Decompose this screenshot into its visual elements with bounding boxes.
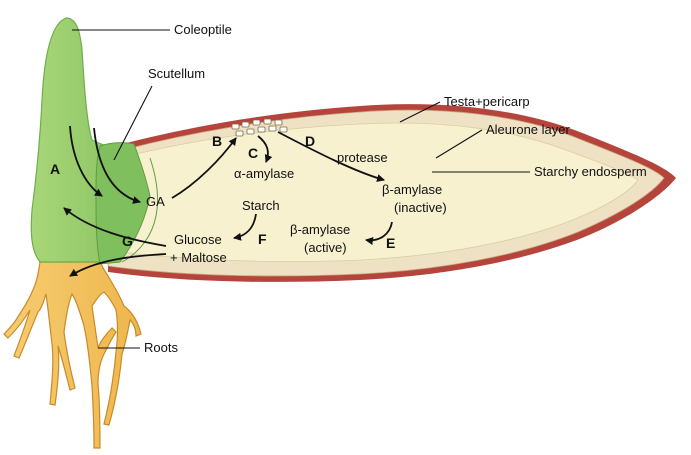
step-d: D: [305, 133, 315, 149]
step-c: C: [248, 145, 258, 161]
step-e: E: [386, 235, 395, 251]
beta-amylase-active-state: (active): [304, 240, 347, 255]
aleurone-layer-label: Aleurone layer: [486, 122, 570, 137]
step-g: G: [122, 233, 133, 249]
starch-label: Starch: [242, 198, 280, 213]
roots-shape: [4, 262, 141, 448]
protease-label: protease: [337, 150, 388, 165]
starchy-endosperm-label: Starchy endosperm: [534, 164, 647, 179]
step-b: B: [212, 133, 222, 149]
glucose-label: Glucose: [174, 232, 222, 247]
ga-label: GA: [146, 194, 165, 209]
roots-label: Roots: [144, 340, 178, 355]
coleoptile-label: Coleoptile: [174, 22, 232, 37]
step-a: A: [50, 161, 60, 177]
testa-pericarp-label: Testa+pericarp: [444, 94, 530, 109]
maltose-label: + Maltose: [170, 250, 227, 265]
scutellum-label: Scutellum: [148, 66, 205, 81]
beta-amylase-inactive-state: (inactive): [394, 200, 447, 215]
beta-amylase-inactive-label: β-amylase: [382, 182, 442, 197]
beta-amylase-active-label: β-amylase: [290, 222, 350, 237]
step-f: F: [258, 231, 267, 247]
alpha-amylase-label: α-amylase: [234, 166, 294, 181]
